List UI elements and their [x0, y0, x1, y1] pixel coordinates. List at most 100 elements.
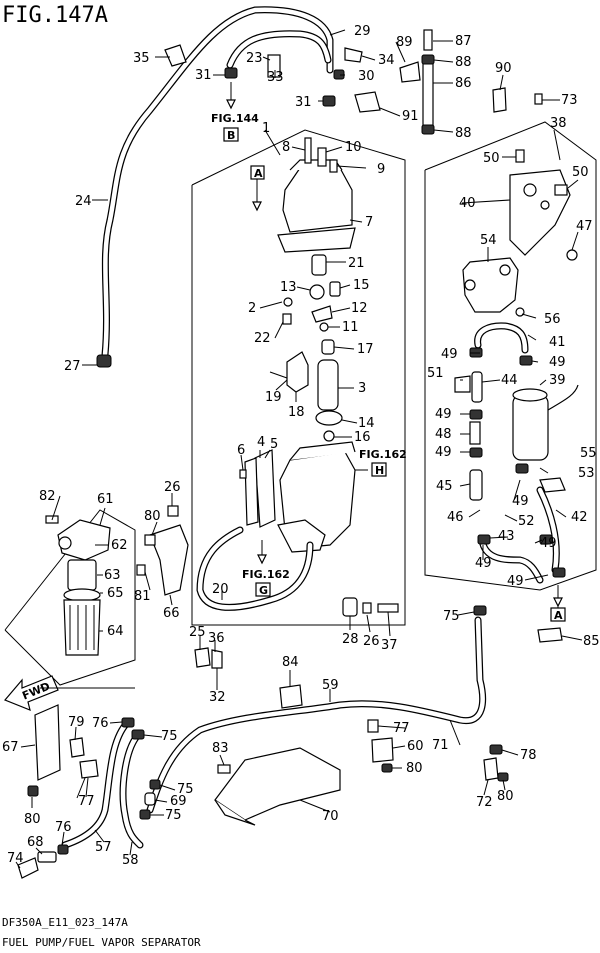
- callout: 85: [583, 634, 600, 649]
- fig144-label: FIG.144: [211, 112, 259, 125]
- vapor-separator-group-frame: [424, 121, 597, 591]
- bottom-protector-70: [214, 747, 341, 826]
- callout: 4: [257, 435, 265, 450]
- callout: 80: [497, 789, 514, 804]
- separator-bracket: [509, 149, 578, 261]
- callout: 38: [550, 116, 567, 131]
- callout: 35: [133, 51, 150, 66]
- callout: 90: [495, 61, 512, 76]
- callout: 52: [518, 514, 535, 529]
- callout: 39: [549, 373, 566, 388]
- callout: 10: [345, 140, 362, 155]
- callout: 8: [282, 140, 290, 155]
- callout: 23: [246, 51, 263, 66]
- callout: 67: [2, 740, 19, 755]
- callout: 5: [270, 437, 278, 452]
- box-b-label: B: [227, 129, 235, 142]
- callout: 21: [348, 256, 365, 271]
- callout: 49: [507, 574, 524, 589]
- callout: 60: [407, 739, 424, 754]
- callouts: 1 2 3 4 5 6 7 8 9 10 11 12 13 14 15 16 1…: [2, 24, 600, 868]
- callout: 50: [572, 165, 589, 180]
- callout: 26: [164, 480, 181, 495]
- callout: 3: [358, 381, 366, 396]
- callout: 83: [212, 741, 229, 756]
- callout: 22: [254, 331, 271, 346]
- callout: 73: [561, 93, 578, 108]
- ref-fig144: FIG.144 B: [211, 82, 259, 142]
- callout: 71: [432, 738, 449, 753]
- callout: 54: [480, 233, 497, 248]
- callout: 31: [195, 68, 212, 83]
- callout: 29: [354, 24, 371, 39]
- callout: 75: [443, 609, 460, 624]
- callout: 51: [427, 366, 444, 381]
- callout: 31: [295, 95, 312, 110]
- callout: 53: [578, 466, 595, 481]
- callout: 74: [7, 851, 24, 866]
- callout: 17: [357, 342, 374, 357]
- callout: 11: [342, 320, 359, 335]
- callout: 25: [189, 625, 206, 640]
- figure-title: FIG.147A: [2, 3, 108, 28]
- callout: 2: [248, 301, 256, 316]
- callout: 49: [475, 556, 492, 571]
- fuel-pump-housing: [239, 441, 356, 553]
- callout: 9: [377, 162, 385, 177]
- callout: 42: [571, 510, 588, 525]
- callout: 49: [540, 536, 557, 551]
- callout: 33: [267, 70, 284, 85]
- fuel-pump-cover: [277, 137, 356, 253]
- callout: 80: [406, 761, 423, 776]
- ref-fig162-g: FIG.162 G: [242, 540, 290, 597]
- callout: 49: [441, 347, 458, 362]
- leader-lines: [15, 29, 583, 869]
- callout: 48: [435, 427, 452, 442]
- bottom-hoses: [17, 616, 487, 879]
- callout: 41: [549, 335, 566, 350]
- callout: 34: [378, 53, 395, 68]
- callout: 80: [24, 812, 41, 827]
- callout: 59: [322, 678, 339, 693]
- callout: 49: [435, 445, 452, 460]
- callout: 62: [111, 538, 128, 553]
- callout: 70: [322, 809, 339, 824]
- vent-hose-20: [196, 526, 314, 611]
- fig162-top-label: FIG.162: [359, 448, 407, 461]
- callout: 14: [358, 416, 375, 431]
- callout: 45: [436, 479, 453, 494]
- callout: 32: [209, 690, 226, 705]
- fig162-bottom-label: FIG.162: [242, 568, 290, 581]
- callout: 61: [97, 492, 114, 507]
- callout: 40: [459, 196, 476, 211]
- fuel-hose-24: [96, 6, 334, 368]
- callout: 58: [122, 853, 139, 868]
- callout: 88: [455, 126, 472, 141]
- fuel-pump-group-frame: [191, 129, 406, 626]
- callout: 43: [498, 529, 515, 544]
- callout: 27: [64, 359, 81, 374]
- callout: 88: [455, 55, 472, 70]
- callout: 78: [520, 748, 537, 763]
- callout: 15: [353, 278, 370, 293]
- callout: 75: [161, 729, 178, 744]
- callout: 36: [208, 631, 225, 646]
- svg-text:A: A: [254, 167, 263, 180]
- callout: 55: [580, 446, 597, 461]
- callout: 79: [68, 715, 85, 730]
- separator-small-clamps: [469, 347, 566, 616]
- callout: 12: [351, 301, 368, 316]
- callout: 63: [104, 568, 121, 583]
- callout: 26: [363, 634, 380, 649]
- callout: 81: [134, 589, 151, 604]
- callout: 68: [27, 835, 44, 850]
- fwd-arrow: FWD: [4, 675, 59, 711]
- fuel-pump-internals: [269, 254, 343, 442]
- callout: 19: [265, 390, 282, 405]
- callout: 82: [39, 489, 56, 504]
- bottom-bracket-67: [27, 704, 99, 797]
- ref-fig162-h: FIG.162 H: [355, 448, 407, 477]
- callout: 80: [144, 509, 161, 524]
- callout: 49: [549, 355, 566, 370]
